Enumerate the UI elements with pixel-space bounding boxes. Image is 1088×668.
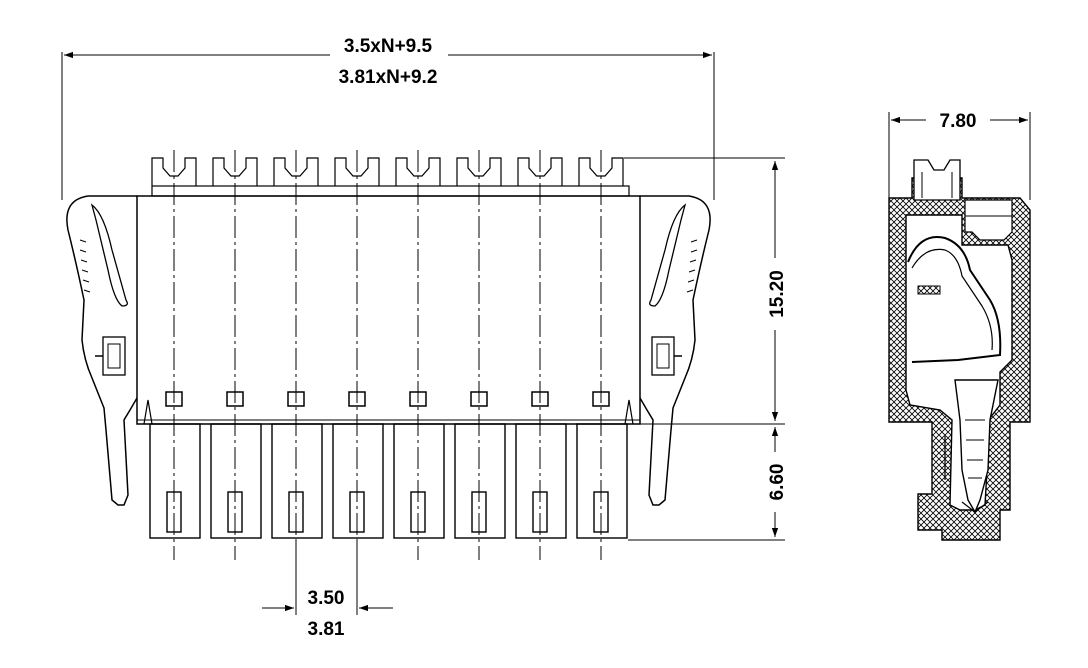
side-width-label: 7.80 (940, 111, 977, 132)
spring-contact (907, 236, 1002, 363)
pin-7 (515, 150, 567, 560)
pin-1 (149, 150, 201, 560)
top-rail (151, 185, 630, 197)
left-latch (66, 195, 138, 506)
pin-3 (271, 150, 323, 560)
pin-2 (210, 150, 262, 560)
dimension-labels: 3.5xN+9.5 3.81xN+9.2 7.80 15.20 6.60 3.5… (308, 36, 977, 640)
height-dimensions (624, 157, 785, 541)
pin-length-label: 6.60 (767, 464, 788, 501)
housing-body (136, 195, 641, 425)
side-view (888, 112, 1031, 541)
pitch-label-b: 3.81 (308, 619, 345, 640)
pin-6 (454, 150, 506, 560)
overall-width-dimension (61, 51, 715, 200)
side-pin (954, 379, 999, 514)
body-height-label: 15.20 (767, 270, 788, 318)
pin-5 (393, 150, 445, 560)
pitch-dimension (262, 540, 393, 615)
right-latch (639, 195, 711, 506)
side-width-dimension (888, 112, 1031, 200)
overall-width-label-b: 3.81xN+9.2 (339, 67, 438, 88)
pitch-label-a: 3.50 (308, 588, 345, 609)
front-view (61, 51, 785, 615)
pin-4 (332, 150, 384, 560)
pin-8 (576, 150, 628, 560)
overall-width-label-a: 3.5xN+9.5 (344, 36, 433, 57)
